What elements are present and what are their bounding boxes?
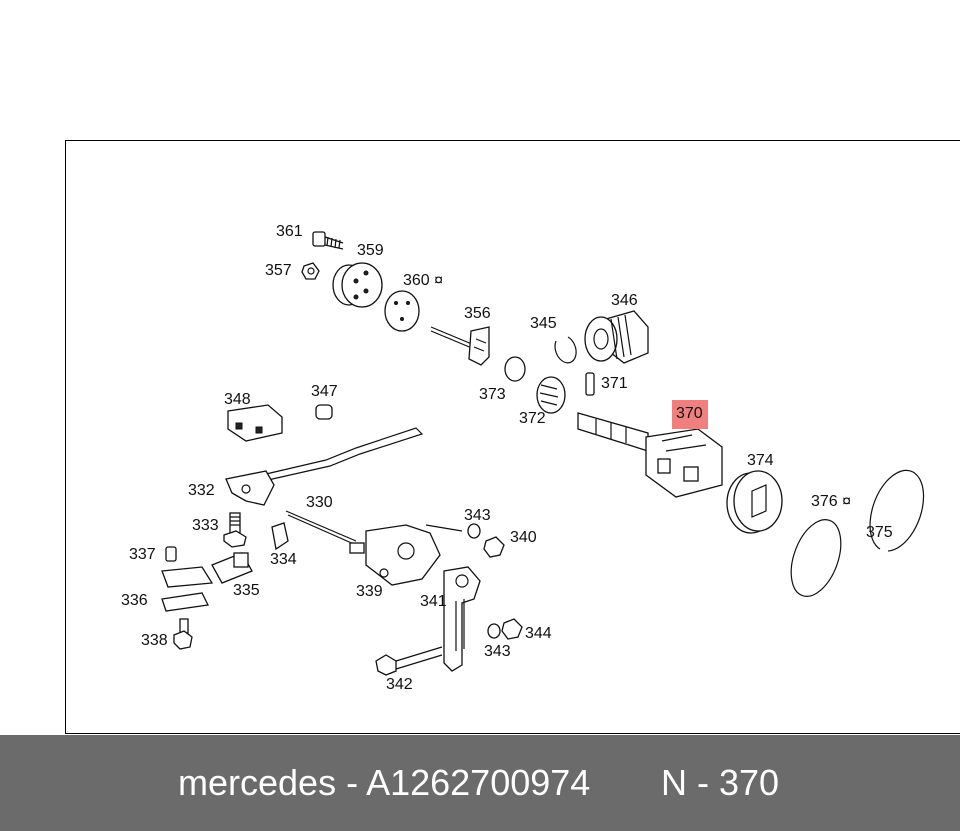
position-number-text: N - 370: [661, 762, 780, 803]
footer-bar: mercedes - A1262700974 N - 370: [0, 735, 960, 831]
part-337-screw: [165, 546, 177, 562]
part-359-drum: [332, 262, 383, 308]
label-356: 356: [464, 305, 491, 322]
label-337: 337: [129, 546, 156, 563]
label-357: 357: [265, 262, 292, 279]
label-344: 344: [525, 625, 552, 642]
label-343: 343: [464, 507, 491, 524]
part-343-washer: [467, 523, 481, 539]
part-345-circlip: [554, 336, 577, 364]
label-332: 332: [188, 482, 215, 499]
exploded-parts-drawing: [161, 231, 925, 676]
part-347-bush: [315, 404, 333, 420]
label-348: 348: [224, 391, 251, 408]
part-340-bolt: [483, 536, 505, 558]
part-338-bolt: [173, 618, 193, 650]
part-341-lever: [443, 566, 481, 672]
part-334-clip: [271, 522, 289, 551]
label-359: 359: [357, 242, 384, 259]
label-361: 361: [276, 223, 303, 240]
part-330-rod: [285, 510, 357, 546]
label-346: 346: [611, 292, 638, 309]
part-370-column: [577, 412, 723, 498]
label-333: 333: [192, 517, 219, 534]
part-339-housing: [349, 524, 463, 586]
label-341: 341: [420, 593, 447, 610]
part-348-switch: [227, 404, 283, 442]
part-342-bolt: [375, 646, 443, 676]
label-374: 374: [747, 452, 774, 469]
label-371: 371: [601, 375, 628, 392]
label-376: 376 ¤: [811, 493, 852, 510]
label-340: 340: [510, 529, 537, 546]
label-373: 373: [479, 386, 506, 403]
part-336-plate: [161, 592, 209, 612]
label-335: 335: [233, 582, 260, 599]
label-343-lower: 343: [484, 643, 511, 660]
part-372-gear: [536, 376, 566, 414]
diagram-frame: 361 359 357 360 ¤ 356 346 345 371 373 37…: [65, 140, 960, 734]
part-332-lever-cable: [225, 427, 424, 506]
label-336: 336: [121, 592, 148, 609]
part-357-nut: [301, 262, 320, 280]
label-360: 360 ¤: [403, 272, 444, 289]
part-375-ring: [869, 469, 925, 552]
label-339: 339: [356, 583, 383, 600]
label-345: 345: [530, 315, 557, 332]
label-342: 342: [386, 676, 413, 693]
part-333-bolt: [223, 512, 247, 548]
label-338: 338: [141, 632, 168, 649]
label-334: 334: [270, 551, 297, 568]
part-361-bolt: [312, 231, 344, 250]
part-360-disc: [384, 290, 420, 332]
part-343-washer-lower: [487, 623, 501, 639]
part-356-shaft: [430, 326, 490, 366]
part-number-text: mercedes - A1262700974: [178, 762, 591, 803]
label-347: 347: [311, 383, 338, 400]
part-376-ring: [790, 519, 842, 597]
part-344-nut: [501, 618, 523, 640]
label-330: 330: [306, 494, 333, 511]
label-370-highlighted: 370: [672, 400, 708, 429]
part-335-bracket: [161, 552, 253, 588]
part-374-cover: [726, 470, 783, 534]
part-373-ring: [504, 356, 526, 382]
label-372: 372: [519, 410, 546, 427]
part-371-key: [585, 372, 595, 396]
label-375: 375: [866, 524, 893, 541]
part-346-gear: [584, 310, 649, 364]
